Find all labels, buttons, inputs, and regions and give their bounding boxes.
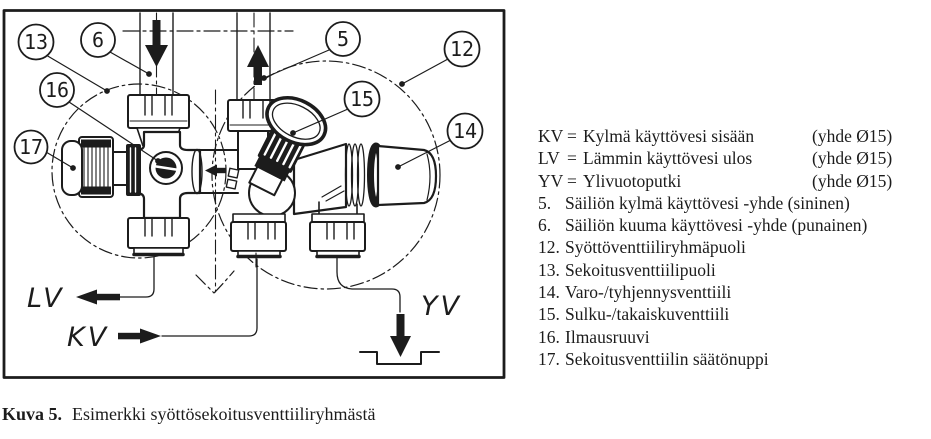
legend-row: 15.Sulku-/takaiskuventtiili — [538, 303, 930, 325]
legend-row-text: Lämmin käyttövesi ulos — [583, 148, 753, 169]
knob-cap — [265, 95, 328, 147]
assembly-connector — [199, 149, 239, 194]
legend-row-text: Säiliön kylmä käyttövesi -yhde (sininen) — [565, 192, 850, 213]
legend-row-label: 17. — [538, 348, 560, 369]
callout-13: 13 — [17, 23, 55, 61]
legend-row: 13.Sekoitusventtiilipuoli — [538, 259, 930, 281]
legend-row-label: 16. — [538, 326, 560, 347]
legend-row-text: Ylivuotoputki — [583, 170, 682, 191]
lv-label: LV — [27, 283, 65, 314]
yv-label: YV — [421, 291, 462, 322]
kv-lead-line — [161, 258, 258, 337]
svg-text:12: 12 — [450, 37, 474, 61]
leader-17 — [45, 151, 76, 171]
legend-row-label: 14. — [538, 282, 560, 303]
callout-14: 14 — [446, 112, 484, 150]
legend-row-note: (yhde Ø15) — [812, 126, 893, 146]
legend-row: LV = Lämmin käyttövesi ulos (yhde Ø15) — [538, 147, 930, 169]
svg-text:5: 5 — [337, 27, 349, 51]
svg-text:14: 14 — [453, 119, 477, 143]
adjust-knob — [61, 136, 114, 198]
lv-lead-line — [119, 256, 155, 298]
legend-row: 14.Varo-/tyhjennysventtiili — [538, 281, 930, 303]
legend: KV=Kylmä käyttövesi sisään(yhde Ø15)LV=L… — [538, 125, 930, 370]
air-screw-slot — [151, 164, 181, 172]
legend-row-text: Varo-/tyhjennysventtiili — [565, 282, 732, 303]
svg-text:15: 15 — [350, 87, 374, 111]
legend-row-text: Ilmausruuvi — [565, 326, 650, 347]
callout-6: 6 — [80, 22, 116, 58]
drain-symbol — [359, 351, 440, 365]
caption-label: Kuva 5. — [2, 404, 63, 424]
legend-row: 12.Syöttöventtiiliryhmäpuoli — [538, 236, 930, 258]
yv-lead-line — [336, 257, 401, 313]
legend-row: 6. Säiliön kuuma käyttövesi -yhde (punain… — [538, 214, 930, 236]
leader-6 — [109, 51, 152, 77]
legend-row: 16.Ilmausruuvi — [538, 326, 930, 348]
lv-arrow-icon — [76, 289, 120, 305]
legend-row-label: YV — [538, 170, 564, 191]
bottom-middle-fitting — [230, 213, 287, 259]
supply-side-boundary — [211, 60, 441, 290]
mixing-valve-assembly — [61, 12, 203, 257]
legend-row-equals: = — [567, 170, 577, 191]
legend-row-note: (yhde Ø15) — [812, 148, 893, 169]
legend-row-text: Sekoitusventtiilin säätönuppi — [565, 348, 769, 369]
legend-row-label: 12. — [538, 237, 560, 258]
figure-caption: Kuva 5. Esimerkki syöttösekoitusventtiili… — [2, 404, 375, 425]
callout-12: 12 — [443, 30, 481, 68]
right-arm-ring — [191, 148, 203, 195]
valve-diagram: LV KV YV 13 — [2, 9, 506, 379]
leader-13 — [45, 54, 110, 94]
leader-16 — [68, 101, 161, 164]
leader-14 — [395, 139, 452, 170]
yv-arrow-icon — [390, 314, 411, 357]
tank-up-arrow-icon — [247, 45, 269, 85]
legend-row-text: Säiliön kuuma käyttövesi -yhde (punainen… — [565, 215, 868, 236]
kv-arrow-icon — [118, 328, 161, 344]
bottom-right-fitting — [309, 201, 366, 259]
legend-row-equals: = — [567, 126, 577, 146]
legend-row-equals: = — [567, 148, 577, 169]
legend-row-text: Sulku-/takaiskuventtiili — [565, 304, 730, 325]
legend-row-label: KV — [538, 126, 564, 146]
callout-15: 15 — [343, 80, 381, 118]
callout-5: 5 — [325, 21, 361, 57]
leader-12 — [399, 58, 449, 87]
tank-cold-pipe — [236, 12, 271, 101]
legend-row: 5. Säiliön kylmä käyttövesi -yhde (sinine… — [538, 192, 930, 214]
svg-text:6: 6 — [92, 28, 104, 52]
safety-valve-body — [292, 142, 438, 216]
legend-row-label: LV — [538, 148, 560, 169]
svg-text:17: 17 — [19, 135, 43, 159]
leader-15 — [290, 108, 349, 136]
legend-row: YV= Ylivuotoputki (yhde Ø15) — [538, 170, 930, 192]
safety-valve-cap — [376, 144, 438, 207]
legend-row-label: 15. — [538, 304, 560, 325]
legend-row: 17.Sekoitusventtiilin säätönuppi — [538, 348, 930, 370]
kv-label: KV — [67, 322, 109, 353]
caption-text: Esimerkki syöttösekoitusventtiiliryhmäst… — [72, 404, 376, 424]
legend-row: KV= Kylmä käyttövesi sisään (yhde Ø15) — [538, 125, 930, 147]
legend-row-text: Sekoitusventtiilipuoli — [565, 259, 716, 280]
legend-row-text: Kylmä käyttövesi sisään — [583, 126, 755, 146]
legend-row-label: 6. — [538, 215, 552, 236]
callout-16: 16 — [39, 72, 75, 108]
bonnet-band — [126, 144, 141, 196]
legend-row-note: (yhde Ø15) — [812, 170, 893, 191]
mid-flow-arrow-icon — [205, 164, 226, 177]
callout-17: 17 — [13, 129, 49, 165]
legend-row-text: Syöttöventtiiliryhmäpuoli — [565, 237, 746, 258]
hot-in-arrow-icon — [145, 20, 168, 67]
svg-text:13: 13 — [24, 30, 48, 54]
leader-5 — [261, 49, 330, 81]
legend-row-label: 5. — [538, 192, 552, 213]
hot-inlet-pipe — [139, 12, 174, 97]
flow-annotations: LV KV YV — [27, 256, 462, 365]
svg-text:16: 16 — [45, 78, 69, 102]
bottom-left-fitting — [127, 217, 190, 257]
legend-row-label: 13. — [538, 259, 560, 280]
